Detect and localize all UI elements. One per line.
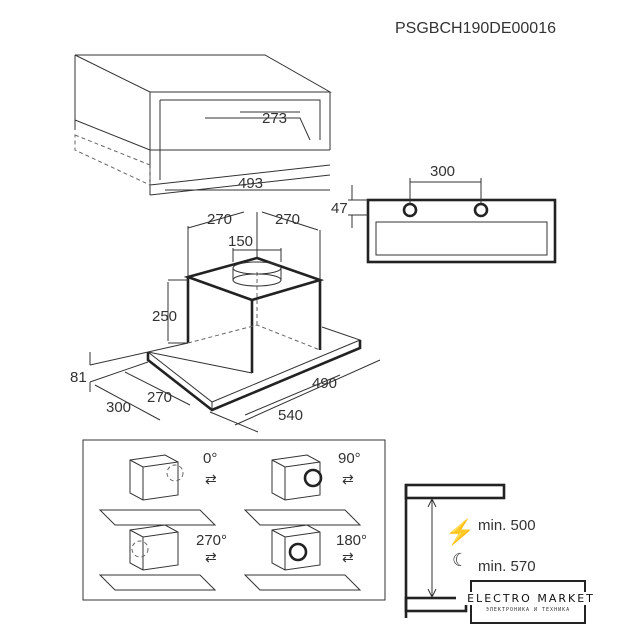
electric-clearance: min. 500 xyxy=(478,517,536,534)
rotate-arrows-icon: ⇄ xyxy=(342,471,354,487)
rotation-label-180: 180° xyxy=(336,532,367,549)
gas-clearance: min. 570 xyxy=(478,558,536,575)
rotate-arrows-icon: ⇄ xyxy=(205,471,217,487)
base-height-label: 81 xyxy=(70,369,87,386)
rotation-label-90: 90° xyxy=(338,450,361,467)
vent-height-label: 47 xyxy=(331,200,348,217)
watermark-name: ELECTRO MARKET xyxy=(456,592,606,605)
lightning-icon: ⚡ xyxy=(445,518,475,546)
cabinet-drawing: 273 493 xyxy=(74,54,332,196)
rotate-arrows-icon: ⇄ xyxy=(342,549,354,565)
hood-right-width-label: 270 xyxy=(275,211,300,228)
hood-height-label: 250 xyxy=(152,308,177,325)
rotation-90: 90° ⇄ xyxy=(243,450,362,526)
hood-drawing: 270 270 150 250 81 300 270 490 540 xyxy=(70,211,381,433)
rotation-label-0: 0° xyxy=(203,450,217,467)
depth-box-label: 270 xyxy=(147,389,172,406)
rotation-180: 180° ⇄ xyxy=(243,524,367,591)
cabinet-width-label: 493 xyxy=(238,175,263,192)
rotation-label-270: 270° xyxy=(196,532,227,549)
clearance-drawing: ⚡ min. 500 ☾ min. 570 xyxy=(404,483,536,618)
flame-icon: ☾ xyxy=(452,550,468,570)
outlet-rotation-panel: 0° ⇄ 90° ⇄ 270° ⇄ 180° ⇄ xyxy=(82,439,386,601)
width-total-label: 540 xyxy=(278,407,303,424)
width-box-label: 490 xyxy=(312,375,337,392)
model-code: PSGBCH190DE00016 xyxy=(395,20,556,37)
vent-spacing-label: 300 xyxy=(430,163,455,180)
hood-left-width-label: 270 xyxy=(207,211,232,228)
vent-panel-drawing: 300 47 xyxy=(331,163,557,264)
rotation-0: 0° ⇄ xyxy=(98,450,217,526)
watermark-logo: ELECTRO MARKET ЭЛЕКТРОНИКА И ТЕХНИКА xyxy=(456,578,606,628)
depth-total-label: 300 xyxy=(106,399,131,416)
watermark-tagline: ЭЛЕКТРОНИКА И ТЕХНИКА xyxy=(485,607,571,613)
cabinet-depth-label: 273 xyxy=(262,110,287,127)
rotation-270: 270° ⇄ xyxy=(98,524,227,591)
rotate-arrows-icon: ⇄ xyxy=(205,549,217,565)
outlet-diameter-label: 150 xyxy=(228,233,253,250)
